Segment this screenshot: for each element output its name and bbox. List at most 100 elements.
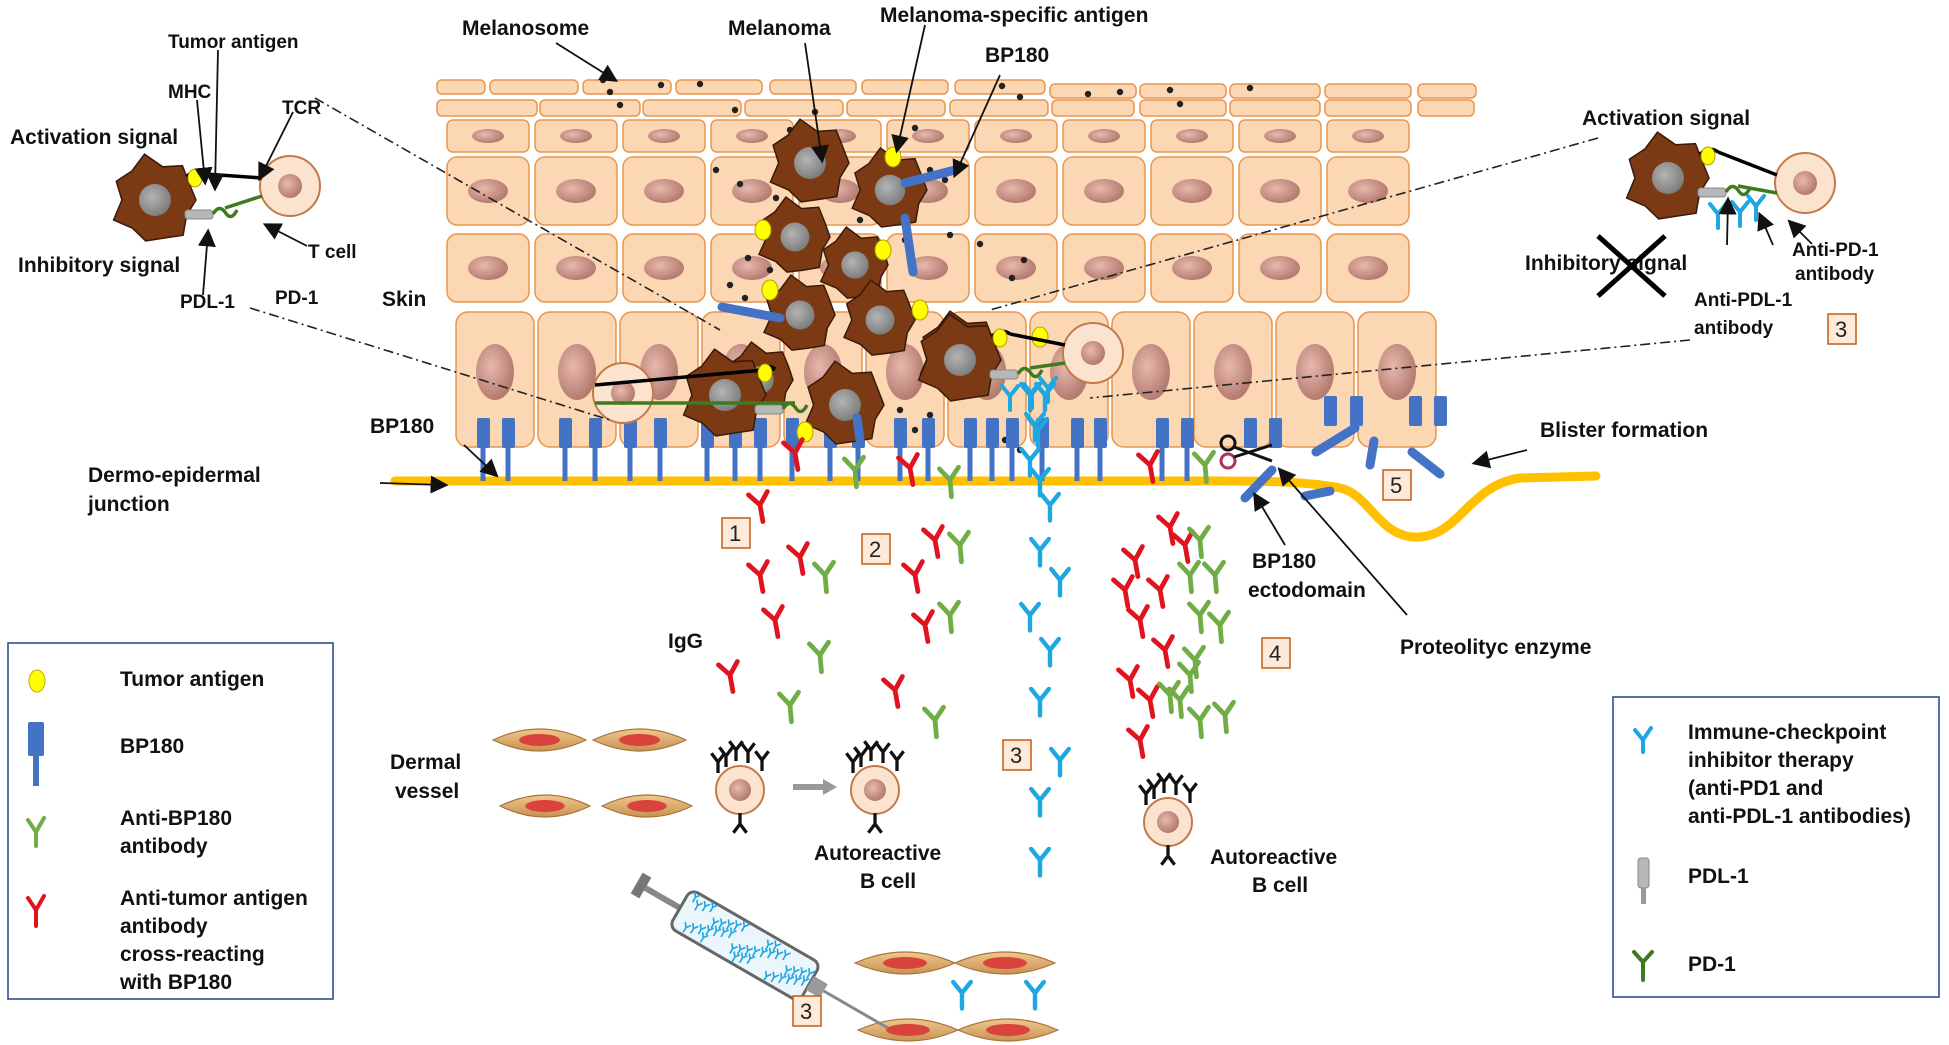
syringe-antibody-shape <box>785 973 795 985</box>
melanosome-dot <box>766 266 774 274</box>
legend-anti-tumor-line3: cross-reacting <box>120 943 265 966</box>
cell-nucleus <box>476 344 514 400</box>
label-dej-line2: junction <box>87 493 170 516</box>
legend-ici-line4: anti-PDL-1 antibodies) <box>1688 805 1911 828</box>
syringe-antibody-shape <box>798 967 808 978</box>
bp180-on-melanoma <box>717 302 785 323</box>
cell-nucleus <box>1260 179 1300 203</box>
antibody <box>1018 601 1042 633</box>
membrane-antibody-shape <box>710 752 726 774</box>
syringe-antibody-shape <box>770 971 780 983</box>
antibody-shape <box>936 599 961 635</box>
step-4: 4 <box>1269 641 1281 666</box>
bp180-molecule <box>986 418 999 448</box>
membrane-antibody-shape <box>853 746 869 768</box>
label-anti-pdl1-line1: Anti-PDL-1 <box>1694 290 1793 311</box>
tumor-antigen <box>1031 326 1049 348</box>
antibody-shape <box>1038 376 1058 404</box>
antibody <box>1028 466 1052 498</box>
label-autoreactive-b-left-line2: B cell <box>860 870 916 893</box>
stratum-corneum-cell <box>489 79 579 95</box>
membrane-antibody <box>867 812 883 834</box>
melanosome-dot <box>731 106 739 114</box>
pd1-molecule <box>211 194 263 219</box>
tumor-antigen <box>874 239 892 261</box>
antibody <box>811 559 836 595</box>
antibody <box>1176 559 1201 595</box>
membrane-antibody-shape <box>863 740 879 762</box>
antibody-shape <box>1151 634 1175 669</box>
antibody-shape <box>1126 604 1150 639</box>
syringe-antibody-shape <box>697 923 707 935</box>
cell-nucleus <box>1172 179 1212 203</box>
scissors-icon <box>1219 434 1273 470</box>
syringe-antibody <box>772 940 782 952</box>
cell-nucleus <box>1378 344 1416 400</box>
syringe-antibody <box>690 922 699 934</box>
syringe-antibody <box>701 900 711 912</box>
syringe-antibody-shape <box>701 900 711 912</box>
bp180-molecule <box>1434 396 1447 426</box>
antibody-shape <box>950 979 974 1011</box>
antibody-shape <box>1023 411 1047 443</box>
bp180-stalk <box>1097 448 1103 481</box>
melanosome-dot <box>911 124 919 132</box>
antibody <box>1028 846 1052 878</box>
membrane-antibody <box>1160 844 1176 866</box>
syringe-antibody-shape <box>774 948 784 960</box>
label-t-cell: T cell <box>308 242 357 263</box>
syringe-antibody <box>762 970 772 982</box>
fibroblast-nucleus <box>519 734 560 746</box>
melanosome-dot <box>926 411 934 419</box>
legend-left: Tumor antigen BP180 Anti-BP180 antibody … <box>7 642 334 1000</box>
syringe-antibody-shape <box>691 891 701 903</box>
antibody <box>841 454 866 490</box>
label-anti-pd1-line2: antibody <box>1795 264 1875 285</box>
legend-anti-bp180-line1: Anti-BP180 <box>120 807 232 830</box>
cell-nucleus <box>996 256 1036 280</box>
syringe-antibody <box>764 939 774 951</box>
stratum-corneum-cell <box>846 99 946 117</box>
antibody-shape <box>1126 724 1150 759</box>
callout-dashed-lines <box>249 97 1691 421</box>
membrane-antibody <box>1156 772 1172 794</box>
antibody-shape <box>1028 786 1052 818</box>
tumor-antigen <box>754 219 772 241</box>
bp180-molecule <box>589 418 602 448</box>
melanoma-nucleus <box>780 222 810 252</box>
antibody <box>1206 609 1231 645</box>
antibody <box>1136 449 1160 484</box>
antibody <box>901 559 925 594</box>
syringe-antibody <box>733 920 743 931</box>
label-tumor-antigen: Tumor antigen <box>168 32 299 53</box>
antibody <box>1146 574 1170 609</box>
membrane-antibody-shape <box>867 812 883 834</box>
syringe-antibody-shape <box>744 945 754 956</box>
syringe-antibody-shape <box>740 921 750 932</box>
bp180-stalk <box>592 448 598 481</box>
cell-nucleus <box>1260 256 1300 280</box>
cell-nucleus <box>996 179 1036 203</box>
bp180-stalk <box>1074 448 1080 481</box>
b-cell-nucleus <box>729 779 751 801</box>
antibody <box>896 452 920 487</box>
syringe-antibody <box>720 926 730 938</box>
antibody <box>716 659 740 694</box>
bp180-molecule <box>922 418 935 448</box>
legend-pd1-icon <box>1632 950 1654 982</box>
syringe-antibody-shape <box>718 918 727 930</box>
melanosome-dot <box>616 101 624 109</box>
dermal-vessel-cells <box>491 728 1060 1042</box>
cell-nucleus <box>1176 129 1208 143</box>
antibody-shape <box>781 437 805 472</box>
syringe-antibody-shape <box>709 901 719 913</box>
antibody-shape <box>1018 446 1042 478</box>
antibody-shape <box>1201 559 1226 595</box>
syringe-antibody-shape <box>782 949 791 961</box>
melanoma-nucleus <box>841 251 869 279</box>
antibody <box>936 464 961 500</box>
pdl1-molecule <box>1697 187 1727 198</box>
legend-anti-bp180-line2: antibody <box>120 835 208 858</box>
bp180-stalk <box>732 448 738 481</box>
syringe-antibody <box>783 965 793 977</box>
